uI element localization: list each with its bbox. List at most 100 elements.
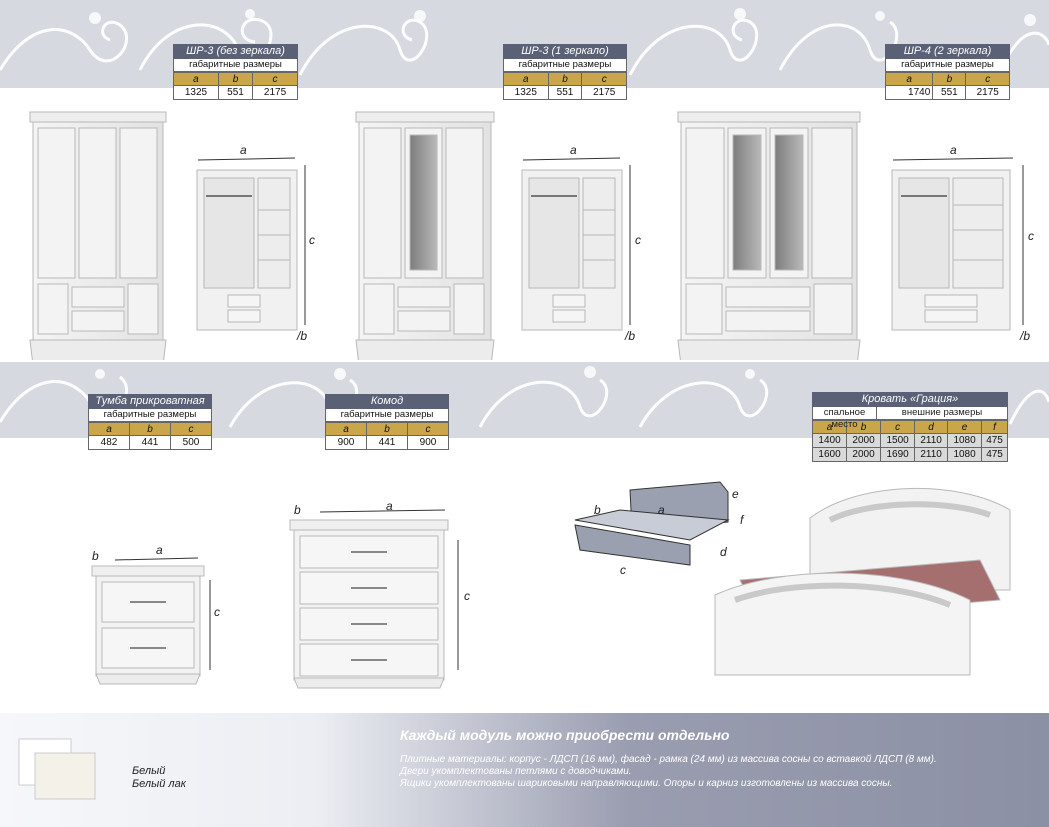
- col-header: c: [581, 72, 627, 86]
- wardrobe-shr4-closed: [677, 111, 861, 360]
- dim-b: /b: [624, 329, 635, 343]
- dim-a: a: [156, 543, 163, 557]
- col-header: b: [129, 422, 171, 436]
- nightstand-illustration: [91, 565, 205, 685]
- cell: 441: [129, 435, 171, 450]
- cell: 1080: [947, 433, 983, 448]
- cell: 1325: [173, 85, 219, 100]
- col-header: e: [947, 420, 983, 434]
- color-swatches: [18, 738, 96, 800]
- spec-subtitle: габаритные размеры: [88, 409, 212, 422]
- cell: 2110: [914, 433, 949, 448]
- cell: 1500: [880, 433, 916, 448]
- col-header: c: [252, 72, 298, 86]
- dim-b: b: [92, 549, 99, 563]
- dim-b: /b: [296, 329, 307, 343]
- sub-sleeping-place: спальное место: [812, 407, 877, 430]
- cell: 1740: [884, 85, 934, 100]
- col-header: a: [325, 422, 367, 436]
- spec-subtitle: габаритные размеры: [325, 409, 449, 422]
- col-header: a: [88, 422, 130, 436]
- cell: 2175: [965, 85, 1010, 100]
- bed-schematic: [574, 481, 730, 566]
- table-row: 1400 2000 1500 2110 1080 475: [811, 433, 1008, 448]
- spec-title: Кровать «Грация»: [812, 392, 1008, 407]
- cell: 2175: [581, 85, 627, 100]
- cell: 1600: [811, 447, 848, 462]
- cell: 441: [366, 435, 408, 450]
- dim-a: a: [570, 143, 577, 157]
- col-header: c: [170, 422, 212, 436]
- cell: 551: [217, 85, 254, 100]
- cell: 1325: [503, 85, 549, 100]
- color-white-label: Белый: [132, 765, 166, 777]
- col-header: c: [965, 72, 1010, 86]
- dim-d: d: [720, 545, 727, 559]
- dim-c: c: [635, 233, 641, 247]
- wardrobe-shr3-mirror-open: [521, 169, 623, 331]
- wardrobe-shr4-open: [891, 169, 1011, 331]
- cell: 1400: [811, 433, 848, 448]
- col-header: c: [407, 422, 449, 436]
- spec-title: ШР-3 (1 зеркало): [503, 44, 627, 59]
- col-header: b: [932, 72, 967, 86]
- cell: 900: [325, 435, 367, 450]
- dim-c: c: [309, 233, 315, 247]
- wardrobe-shr3-open: [196, 169, 298, 331]
- wardrobe-illustrations: a c /b a c /b a c /b: [29, 111, 1034, 360]
- dim-b: b: [594, 503, 601, 517]
- color-white-lacquer-label: Белый лак: [132, 778, 186, 790]
- dim-c: c: [464, 589, 470, 603]
- cell: 900: [407, 435, 449, 450]
- col-header: b: [846, 420, 882, 434]
- dim-a: a: [386, 499, 393, 513]
- col-header: f: [981, 420, 1008, 434]
- dim-c: c: [1028, 229, 1034, 243]
- cell: 475: [981, 433, 1008, 448]
- cell: 482: [88, 435, 130, 450]
- col-header: d: [914, 420, 949, 434]
- spec-subtitle: габаритные размеры: [503, 59, 627, 72]
- col-header: a: [173, 72, 219, 86]
- cell: 551: [547, 85, 583, 100]
- spec-subtitle: габаритные размеры: [173, 59, 298, 72]
- dim-a: a: [658, 503, 665, 517]
- col-header: a: [884, 72, 934, 86]
- dim-e: e: [732, 487, 739, 501]
- table-row: 1600 2000 1690 2110 1080 475: [811, 447, 1008, 462]
- cell: 551: [932, 85, 967, 100]
- spec-table: a b c d e f 1400 2000 1500 2110 1080 475…: [811, 420, 1008, 462]
- spec-title: Тумба прикроватная: [88, 394, 212, 409]
- col-header: a: [503, 72, 549, 86]
- col-header: c: [880, 420, 916, 434]
- footer-panel: Белый Белый лак Каждый модуль можно прио…: [0, 713, 1049, 827]
- dresser-illustration: [289, 519, 449, 689]
- wardrobe-shr3-mirror-closed: [355, 111, 495, 360]
- spec-title: ШР-4 (2 зеркала): [885, 44, 1010, 59]
- spec-bed-gratsiya: Кровать «Грация» спальное место внешние …: [811, 392, 1008, 462]
- sub-outer-dims: внешние размеры: [877, 407, 1008, 420]
- footer-line-drawers: Ящики укомплектованы шариковыми направля…: [400, 778, 893, 789]
- dim-a: a: [240, 143, 247, 157]
- spec-title: ШР-3 (без зеркала): [173, 44, 298, 59]
- lower-furniture-illustrations: b a c b a c b a c d e f: [91, 481, 1011, 689]
- footer-line-hinges: Двери укомплектованы петлями с доводчика…: [400, 766, 632, 777]
- dim-a: a: [950, 143, 957, 157]
- col-header: b: [366, 422, 408, 436]
- spec-subtitle: габаритные размеры: [885, 59, 1010, 72]
- dim-f: f: [740, 513, 745, 527]
- cell: 500: [170, 435, 212, 450]
- col-header: b: [547, 72, 583, 86]
- wardrobe-shr3-closed: [29, 111, 167, 360]
- dim-c: c: [620, 563, 626, 577]
